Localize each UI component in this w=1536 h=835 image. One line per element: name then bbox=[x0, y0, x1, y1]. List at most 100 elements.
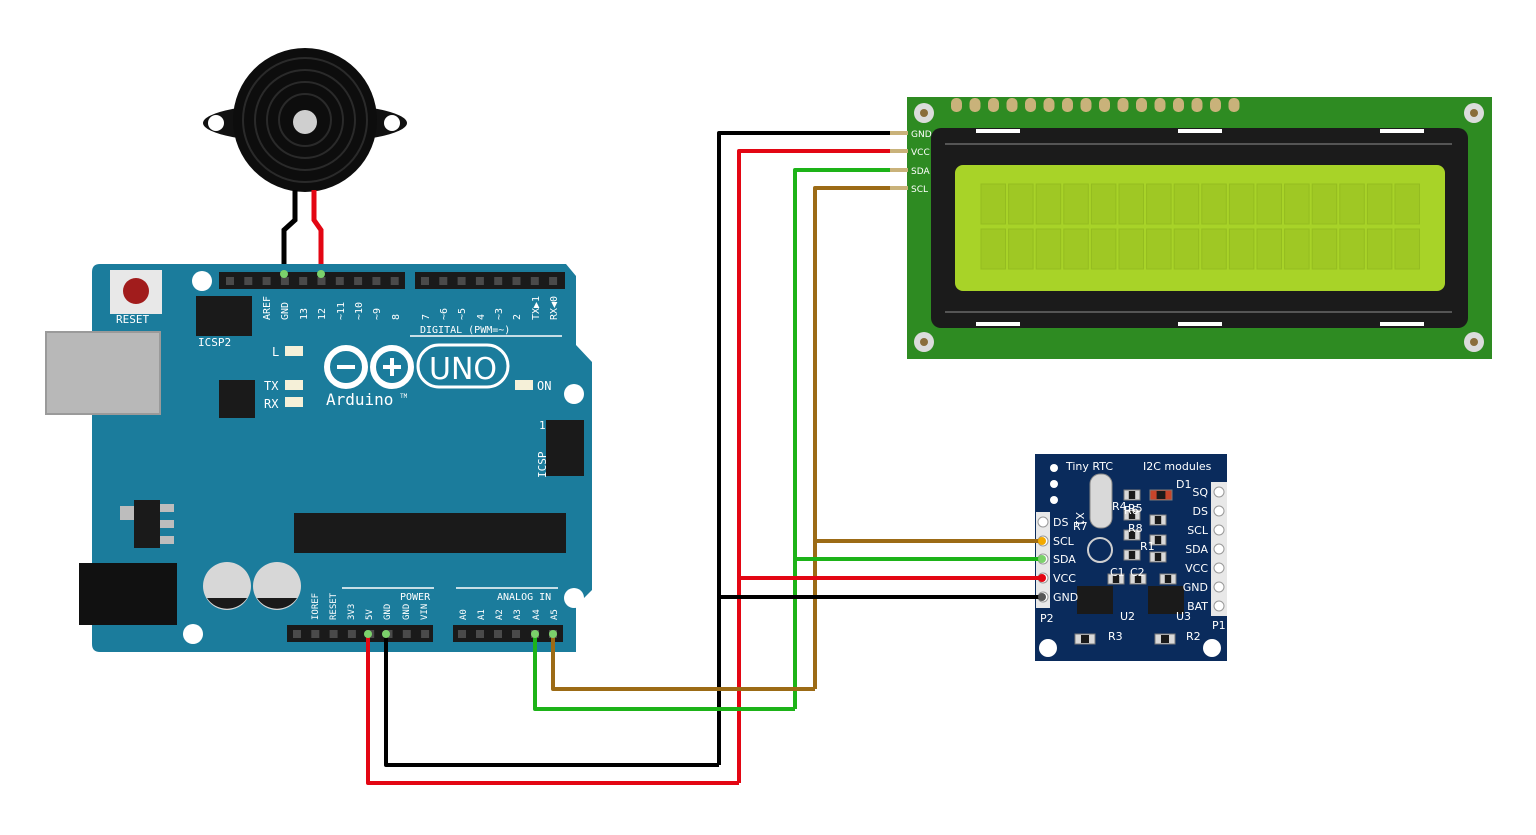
digital-pin-label: 13 bbox=[299, 308, 310, 320]
digital-pin-label: RX◀0 bbox=[549, 296, 560, 320]
analog-pin-label: A3 bbox=[513, 609, 523, 620]
digital-pin-label: ~10 bbox=[354, 302, 365, 320]
analog-label: ANALOG IN bbox=[497, 592, 551, 603]
lcd-pin-label: VCC bbox=[911, 148, 930, 158]
icsp-pin1-label: 1 bbox=[539, 419, 546, 432]
rtc-part-label: R8 bbox=[1128, 522, 1143, 535]
digital-pin-label: 8 bbox=[391, 314, 402, 320]
analog-header bbox=[453, 625, 563, 642]
reset-button[interactable] bbox=[123, 278, 149, 304]
rtc-part-label: R7 bbox=[1073, 520, 1088, 533]
analog-pin-label: A0 bbox=[459, 609, 469, 620]
wire-lcd-scl bbox=[813, 186, 890, 689]
rtc-left-pin-label: SDA bbox=[1053, 553, 1076, 566]
led-on bbox=[515, 380, 533, 390]
icsp2-header bbox=[196, 296, 252, 336]
rtc-chip-u2 bbox=[1077, 586, 1113, 614]
wire-lcd-sda bbox=[793, 168, 890, 709]
power-pin-label: VIN bbox=[420, 604, 430, 620]
power-pin-label: 5V bbox=[365, 609, 375, 620]
rtc-part-label: R5 bbox=[1128, 502, 1143, 515]
lcd-pin-label: GND bbox=[911, 130, 932, 140]
digital-pin-label: AREF bbox=[262, 296, 273, 320]
voltage-regulator bbox=[120, 500, 174, 548]
reset-label: RESET bbox=[116, 313, 149, 326]
crystal-label: X1 bbox=[1073, 512, 1086, 527]
lcd-character-cells bbox=[976, 129, 1424, 326]
lcd-top-pads bbox=[951, 98, 1240, 112]
rtc-subtitle: I2C modules bbox=[1143, 460, 1212, 473]
icsp-label: ICSP bbox=[536, 451, 549, 478]
digital-label: DIGITAL (PWM=~) bbox=[420, 325, 510, 336]
rtc-p1-label: P1 bbox=[1212, 619, 1226, 632]
digital-pin-label: ~5 bbox=[457, 308, 468, 320]
rtc-smd-components bbox=[1074, 489, 1177, 645]
digital-pin-label: 7 bbox=[421, 314, 432, 320]
rtc-part-label: R6 bbox=[1124, 504, 1139, 517]
power-pin-label: RESET bbox=[329, 592, 339, 620]
led-l-label: L bbox=[272, 345, 279, 359]
rtc-right-pin-label: VCC bbox=[1185, 562, 1208, 575]
usb-connector bbox=[46, 332, 160, 414]
power-pin-label: IOREF bbox=[311, 593, 321, 620]
lcd-pin-label: SCL bbox=[911, 185, 928, 195]
arduino-uno-board: RESET ICSP2 1 ICSP L TX RX ON bbox=[45, 264, 592, 652]
power-header bbox=[287, 625, 433, 642]
digital-pin-label: GND bbox=[280, 302, 291, 320]
digital-pin-label: ~6 bbox=[439, 308, 450, 320]
rtc-part-label: U3 bbox=[1176, 610, 1191, 623]
led-rx bbox=[285, 397, 303, 407]
led-tx-label: TX bbox=[264, 379, 279, 393]
lcd-16x2-module: GND VCC SDA SCL bbox=[890, 97, 1492, 359]
rtc-part-label: R4 bbox=[1112, 500, 1127, 513]
power-pin-label: 3V3 bbox=[347, 604, 357, 620]
rtc-part-label: R2 bbox=[1186, 630, 1201, 643]
icsp2-label: ICSP2 bbox=[198, 336, 231, 349]
power-pin-label: GND bbox=[383, 604, 393, 620]
digital-pin-label: TX▶1 bbox=[531, 296, 542, 320]
rtc-part-label: U2 bbox=[1120, 610, 1135, 623]
analog-pin-label: A2 bbox=[495, 609, 505, 620]
rtc-part-label: C1 bbox=[1110, 566, 1125, 579]
analog-pin-label: A1 bbox=[477, 609, 487, 620]
wire-arduino-gnd bbox=[384, 634, 719, 767]
led-tx bbox=[285, 380, 303, 390]
brand-tm: TM bbox=[400, 393, 408, 400]
crystal bbox=[1089, 473, 1113, 529]
atmega328-chip bbox=[294, 513, 566, 553]
led-l bbox=[285, 346, 303, 356]
rtc-part-label: D1 bbox=[1176, 478, 1191, 491]
lcd-pin-label: SDA bbox=[911, 167, 930, 177]
digital-pin-label: 2 bbox=[512, 314, 523, 320]
analog-pin-label: A5 bbox=[550, 609, 560, 620]
arduino-logo: UNO Arduino TM bbox=[324, 343, 510, 409]
rtc-part-label: R3 bbox=[1108, 630, 1123, 643]
capacitors bbox=[203, 562, 301, 610]
wire-arduino-a4 bbox=[533, 634, 795, 711]
analog-pin-label: A4 bbox=[532, 609, 542, 620]
rtc-right-pin-label: SQ bbox=[1192, 486, 1208, 499]
rtc-left-pin-label: VCC bbox=[1053, 572, 1076, 585]
wire-arduino-a5 bbox=[551, 634, 815, 691]
rtc-right-pin-label: SCL bbox=[1187, 524, 1209, 537]
digital-header-right bbox=[415, 272, 565, 289]
rtc-title: Tiny RTC bbox=[1065, 460, 1113, 473]
rtc-left-pin-label: DS bbox=[1053, 516, 1068, 529]
wire-lcd-gnd bbox=[717, 131, 890, 765]
model-label: UNO bbox=[429, 352, 497, 387]
rtc-left-pin-label: GND bbox=[1053, 591, 1078, 604]
icsp-header bbox=[546, 420, 584, 476]
wire-lcd-vcc bbox=[737, 149, 890, 783]
rtc-p2-label: P2 bbox=[1040, 612, 1054, 625]
digital-pin-label: 12 bbox=[317, 308, 328, 320]
brand-label: Arduino bbox=[326, 390, 393, 409]
rtc-right-pin-label: SDA bbox=[1185, 543, 1208, 556]
digital-pin-label: 4 bbox=[476, 314, 487, 320]
rtc-chip-u3 bbox=[1148, 586, 1184, 614]
digital-pin-label: ~3 bbox=[494, 308, 505, 320]
rtc-right-pin-label: DS bbox=[1193, 505, 1208, 518]
usb-chip bbox=[219, 380, 255, 418]
digital-pin-label: ~11 bbox=[336, 302, 347, 320]
